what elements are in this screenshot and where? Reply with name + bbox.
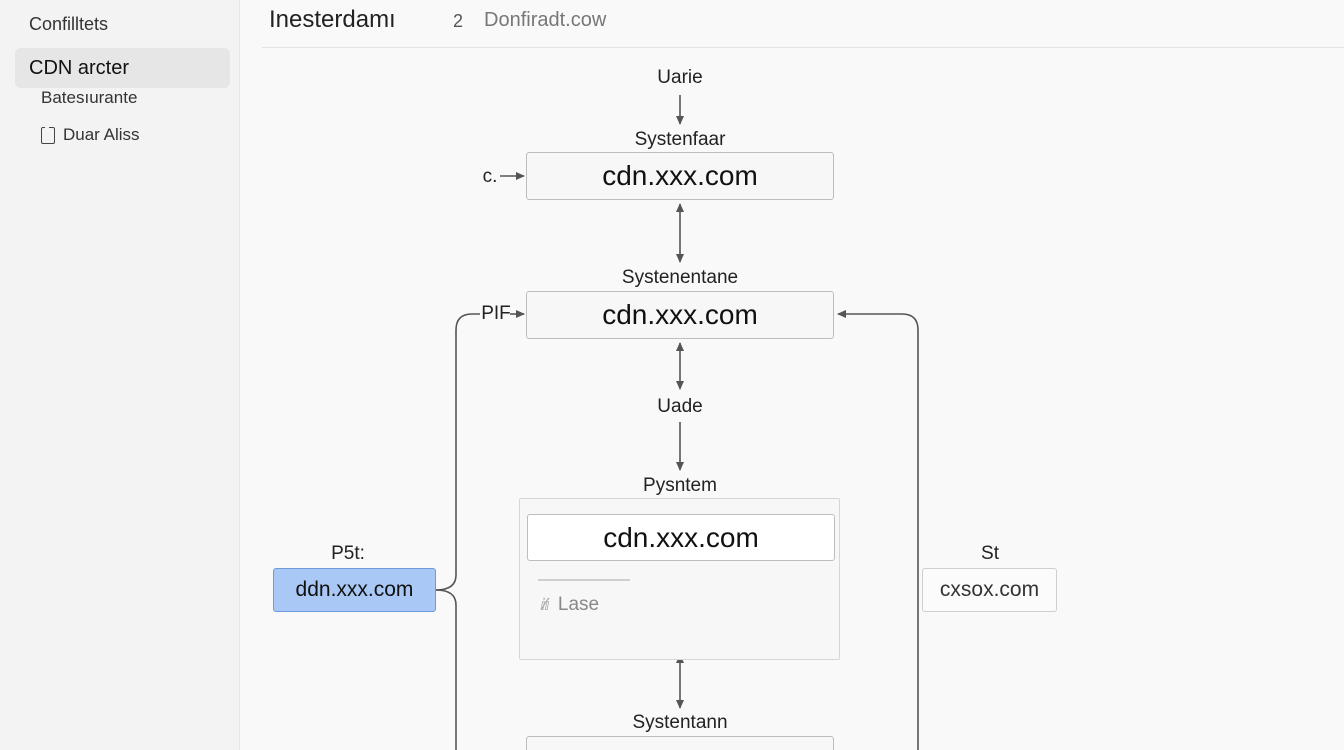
panel-divider bbox=[538, 579, 630, 581]
document-icon bbox=[41, 125, 55, 144]
right-node-box[interactable]: cxsox.com bbox=[922, 568, 1057, 612]
wire-left-down bbox=[435, 589, 457, 750]
header: Inesterdamı 2 Donfiradt.cow bbox=[262, 0, 1344, 48]
panel-label: Pysntem bbox=[643, 475, 717, 496]
panel-sub-label: Lase bbox=[557, 594, 600, 615]
left-node-box[interactable]: ddn.xxx.com bbox=[273, 568, 436, 612]
header-domain[interactable]: Donfiradt.cow bbox=[484, 9, 607, 31]
panel-node-box[interactable]: cdn.xxx.com bbox=[527, 514, 835, 561]
sidebar: Confilltets CDN arcter Batesıurante Duar… bbox=[0, 0, 240, 750]
wire-right-loop bbox=[837, 310, 919, 750]
sidebar-item-label: Batesıurante bbox=[41, 88, 138, 107]
node1-label: Systenfaar bbox=[634, 129, 726, 150]
count-badge: 2 bbox=[453, 11, 464, 31]
node2-box[interactable]: cdn.xxx.com bbox=[526, 291, 834, 339]
bars-icon: ⅈ⁄ⅈ bbox=[540, 597, 550, 614]
right-node-label: St bbox=[981, 543, 999, 564]
node1-box[interactable]: cdn.xxx.com bbox=[526, 152, 834, 200]
node1-left-tag: c. bbox=[482, 166, 498, 187]
node2-label: Systenentane bbox=[621, 267, 739, 288]
node2-left-tag: PIF bbox=[481, 303, 511, 324]
node4-label: Systentann bbox=[632, 712, 728, 733]
top-label: Uarie bbox=[657, 67, 703, 88]
wire-left-loop bbox=[435, 313, 480, 591]
sidebar-item-duar-aliss[interactable]: Duar Aliss bbox=[41, 125, 140, 145]
sidebar-item-batesiurante[interactable]: Batesıurante bbox=[41, 88, 137, 108]
sidebar-heading: Confilltets bbox=[29, 14, 109, 34]
panel-sub-item[interactable]: ⅈ⁄ⅈ Lase bbox=[540, 594, 599, 616]
mid-label: Uade bbox=[657, 396, 703, 417]
page-title: Inesterdamı bbox=[269, 6, 396, 33]
sidebar-item-label: Duar Aliss bbox=[63, 125, 140, 144]
sidebar-item-cdn[interactable]: CDN arcter bbox=[15, 48, 230, 88]
left-node-label: P5t: bbox=[331, 543, 365, 564]
system-panel: cdn.xxx.com ⅈ⁄ⅈ Lase bbox=[519, 498, 840, 660]
node4-box[interactable] bbox=[526, 736, 834, 750]
